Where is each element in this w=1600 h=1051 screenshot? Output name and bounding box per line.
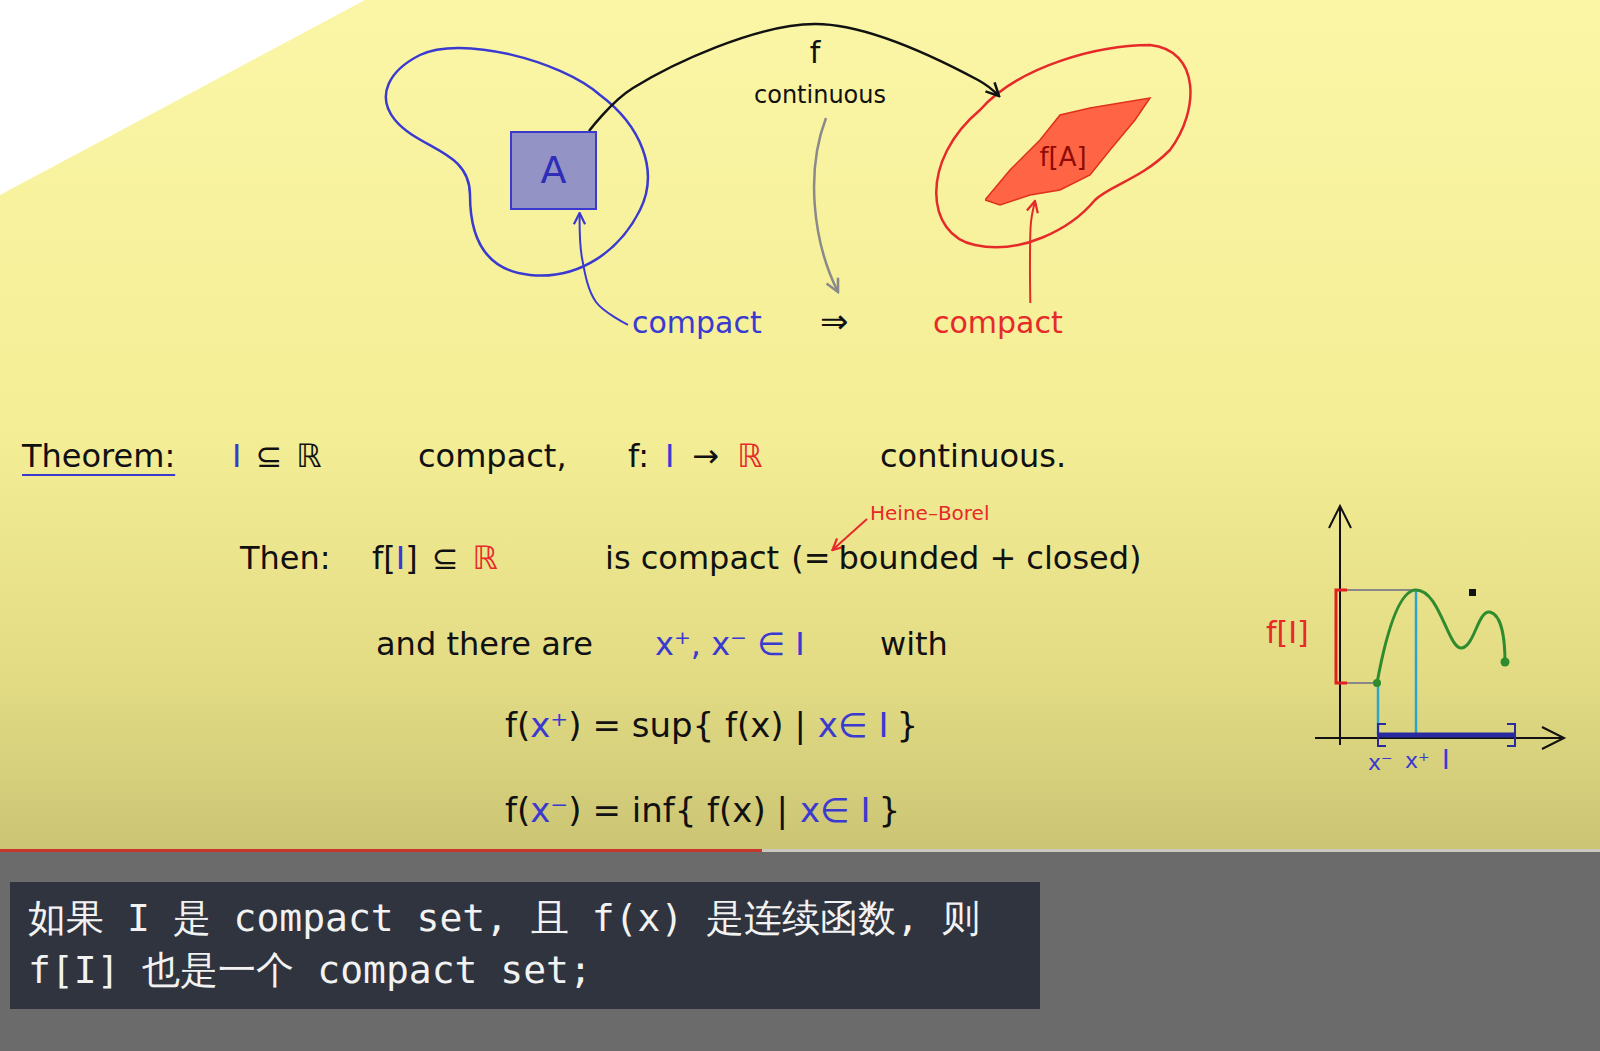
function-graph bbox=[1315, 506, 1564, 749]
math-text: → bbox=[692, 438, 719, 475]
node-label: A bbox=[541, 149, 567, 193]
axis-label: f[I] bbox=[1266, 616, 1309, 651]
leader-layer bbox=[580, 201, 1035, 550]
text-line: and there are bbox=[376, 626, 593, 663]
axis-label: x⁻ bbox=[1368, 750, 1393, 775]
node-label: f[A] bbox=[1039, 143, 1086, 173]
math-text: f: bbox=[628, 438, 649, 475]
codomain-blob bbox=[936, 45, 1190, 247]
text-line: x⁺, x⁻ ∈ I bbox=[655, 626, 805, 663]
y-axis bbox=[1339, 507, 1341, 745]
text-line: compact, bbox=[418, 438, 567, 475]
axis-label: x⁺ bbox=[1405, 748, 1430, 773]
curve-endpoint bbox=[1373, 679, 1381, 687]
interval-bracket bbox=[1507, 724, 1515, 746]
subtitle: 如果 I 是 compact set, 且 f(x) 是连续函数, 则 f[I]… bbox=[10, 882, 1040, 1009]
math-text: compact, bbox=[418, 438, 567, 475]
math-text: x⁻ bbox=[530, 791, 568, 830]
math-text: is compact bbox=[605, 540, 779, 577]
text-line: f(x⁻) = inf{ f(x) | x∈ I} bbox=[505, 791, 900, 830]
math-text: Then: bbox=[240, 540, 331, 577]
domain-blob bbox=[386, 48, 648, 276]
text-line: f[I] ⊆ ℝ bbox=[372, 540, 498, 577]
mapping-arrow bbox=[589, 24, 999, 131]
math-text: } bbox=[879, 791, 901, 830]
math-text: x⁺, x⁻ ∈ I bbox=[655, 626, 805, 663]
math-text: and there are bbox=[376, 626, 593, 663]
math-text: f[ bbox=[372, 540, 396, 577]
axis-arrow bbox=[1542, 727, 1564, 749]
progress-track bbox=[762, 849, 1600, 852]
math-text: ⊆ bbox=[432, 540, 459, 577]
math-text: f( bbox=[505, 791, 530, 830]
white-corner bbox=[0, 0, 365, 195]
implies-symbol: ⇒ bbox=[820, 302, 849, 341]
set-box: A bbox=[510, 131, 597, 210]
math-text: ℝ bbox=[737, 438, 762, 475]
math-text: } bbox=[896, 706, 918, 745]
math-text: ℝ bbox=[296, 438, 321, 475]
math-text: I bbox=[665, 438, 674, 475]
curve-endpoint bbox=[1501, 658, 1510, 667]
leader-arrow bbox=[1030, 201, 1035, 303]
math-text: with bbox=[880, 626, 948, 663]
annotation: compact bbox=[933, 306, 1063, 341]
math-text: bounded + closed) bbox=[838, 540, 1141, 577]
text-line: Theorem: bbox=[22, 438, 175, 475]
text-line: I ⊆ ℝ bbox=[232, 438, 322, 475]
guide-line bbox=[1415, 590, 1418, 735]
arrow-label: continuous bbox=[754, 82, 886, 110]
axis-label: I bbox=[1442, 746, 1450, 776]
annotation: compact bbox=[632, 306, 762, 341]
dot bbox=[1469, 589, 1476, 596]
leader-arrow bbox=[580, 213, 628, 325]
edge-layer bbox=[589, 24, 999, 131]
progress-line bbox=[0, 849, 762, 852]
video-bar bbox=[0, 852, 1600, 1051]
range-bracket bbox=[1336, 590, 1347, 683]
image-region: f[A] bbox=[985, 96, 1153, 208]
text-line: f: I → ℝ bbox=[628, 438, 763, 475]
math-text: ℝ bbox=[472, 540, 497, 577]
annotation: Heine–Borel bbox=[870, 502, 989, 525]
math-text: continuous. bbox=[880, 438, 1066, 475]
region-fill bbox=[985, 98, 1150, 205]
math-text: I bbox=[232, 438, 241, 475]
text-line: is compact (=bounded + closed) bbox=[605, 540, 1142, 577]
math-text: (= bbox=[791, 540, 830, 577]
text-line: f(x⁺) = sup{ f(x) | x∈ I} bbox=[505, 706, 918, 745]
axis-arrow bbox=[1329, 506, 1351, 528]
math-text: ] bbox=[405, 540, 417, 577]
edge-label: f bbox=[810, 36, 821, 71]
math-text: ⊆ bbox=[255, 438, 282, 475]
math-text: x⁺ bbox=[530, 706, 568, 745]
interval-line bbox=[1378, 733, 1515, 738]
guide-line bbox=[1340, 589, 1416, 591]
function-curve bbox=[1377, 590, 1505, 683]
text-line: continuous. bbox=[880, 438, 1066, 475]
math-text: x∈ I bbox=[800, 791, 871, 830]
math-text: ) = sup{ f(x) | bbox=[568, 706, 806, 745]
math-text: ) = inf{ f(x) | bbox=[568, 791, 788, 830]
text-line: with bbox=[880, 626, 948, 663]
implication-arrow bbox=[814, 118, 838, 292]
math-text: I bbox=[396, 540, 405, 577]
math-text: f( bbox=[505, 706, 530, 745]
interval-bracket bbox=[1378, 724, 1386, 746]
slide-background bbox=[0, 0, 1600, 852]
text-line: Then: bbox=[240, 540, 331, 577]
math-text: x∈ I bbox=[818, 706, 889, 745]
theorem-heading: Theorem: bbox=[22, 438, 175, 475]
